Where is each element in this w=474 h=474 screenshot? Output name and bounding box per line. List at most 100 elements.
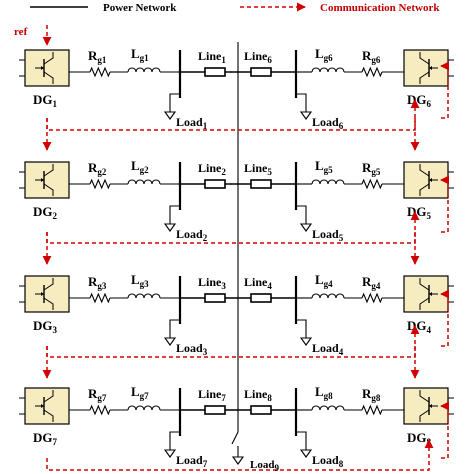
right-resistor bbox=[361, 178, 383, 190]
left-load-arrow bbox=[163, 111, 177, 120]
load-9-label: Load9 bbox=[250, 459, 279, 473]
comm-link bbox=[440, 289, 450, 347]
right-resistor bbox=[361, 404, 383, 416]
communication-network-legend-label: Communication Network bbox=[320, 2, 440, 14]
left-line-label: Line1 bbox=[198, 49, 226, 65]
left-load-label: Load3 bbox=[176, 341, 208, 357]
right-inductor-label: Lg6 bbox=[315, 46, 333, 63]
right-load-arrow bbox=[299, 337, 313, 346]
right-line-label: Line8 bbox=[244, 387, 272, 403]
right-resistor-label: Rg4 bbox=[362, 274, 381, 291]
right-load-arrow bbox=[299, 449, 313, 458]
dg-left-label: DG1 bbox=[33, 92, 58, 109]
left-load-arrow bbox=[163, 337, 177, 346]
right-resistor bbox=[361, 66, 383, 78]
right-resistor-label: Rg5 bbox=[362, 160, 381, 177]
dg-left-label: DG7 bbox=[33, 430, 58, 447]
dg-right-box bbox=[403, 161, 454, 199]
left-resistor-label: Rg3 bbox=[88, 274, 107, 291]
left-inductor-label: Lg2 bbox=[131, 158, 149, 175]
right-line-impedance bbox=[250, 179, 272, 189]
load-9-switch bbox=[231, 431, 239, 445]
reference-input: ref bbox=[14, 25, 52, 46]
dg-right-box bbox=[403, 275, 454, 313]
right-resistor-label: Rg6 bbox=[362, 48, 381, 65]
right-load-arrow bbox=[299, 111, 313, 120]
left-load-arrow bbox=[163, 449, 177, 458]
left-line-impedance bbox=[204, 293, 226, 303]
left-load-label: Load7 bbox=[176, 453, 208, 469]
dg-right-label: DG8 bbox=[407, 430, 432, 447]
right-resistor-label: Rg8 bbox=[362, 386, 381, 403]
comm-link bbox=[46, 99, 420, 131]
right-inductor-label: Lg5 bbox=[315, 158, 333, 175]
dg-right-box bbox=[403, 49, 454, 87]
left-resistor bbox=[89, 404, 111, 416]
right-inductor-label: Lg4 bbox=[315, 272, 333, 289]
right-line-impedance bbox=[250, 67, 272, 77]
dg-left-box bbox=[19, 49, 70, 87]
right-resistor bbox=[361, 292, 383, 304]
left-load-label: Load1 bbox=[176, 115, 208, 131]
left-line-impedance bbox=[204, 405, 226, 415]
right-line-label: Line5 bbox=[244, 161, 272, 177]
left-resistor bbox=[89, 292, 111, 304]
dg-left-label: DG2 bbox=[33, 204, 58, 221]
dg-right-label: DG5 bbox=[407, 204, 432, 221]
comm-link bbox=[46, 211, 420, 244]
dg-right-label: DG6 bbox=[407, 92, 432, 109]
load-9-branch: Load9 bbox=[231, 431, 279, 473]
right-load-label: Load8 bbox=[312, 453, 344, 469]
power-network-legend-label: Power Network bbox=[103, 2, 177, 14]
right-load-label: Load6 bbox=[312, 115, 344, 131]
left-load-arrow bbox=[163, 223, 177, 232]
right-load-arrow bbox=[299, 223, 313, 232]
right-line-label: Line6 bbox=[244, 49, 272, 65]
left-line-impedance bbox=[204, 179, 226, 189]
left-line-label: Line3 bbox=[198, 275, 226, 291]
left-resistor bbox=[89, 66, 111, 78]
dg-left-box bbox=[19, 387, 70, 425]
right-load-label: Load5 bbox=[312, 227, 344, 243]
ref-label: ref bbox=[14, 26, 28, 38]
left-inductor-label: Lg7 bbox=[131, 384, 149, 401]
left-inductor bbox=[127, 179, 161, 185]
right-load-label: Load4 bbox=[312, 341, 344, 357]
right-line-label: Line4 bbox=[244, 275, 272, 291]
left-resistor-label: Rg7 bbox=[88, 386, 107, 403]
right-inductor bbox=[311, 405, 345, 411]
right-line-impedance bbox=[250, 293, 272, 303]
right-line-impedance bbox=[250, 405, 272, 415]
left-line-label: Line7 bbox=[198, 387, 226, 403]
comm-link bbox=[46, 325, 420, 358]
comm-link bbox=[440, 401, 450, 459]
left-inductor bbox=[127, 67, 161, 73]
left-resistor bbox=[89, 178, 111, 190]
right-inductor-label: Lg8 bbox=[315, 384, 333, 401]
left-resistor-label: Rg1 bbox=[88, 48, 107, 65]
left-line-impedance bbox=[204, 67, 226, 77]
load-9-arrow bbox=[231, 456, 245, 465]
comm-link bbox=[440, 175, 450, 233]
comm-link bbox=[440, 61, 450, 119]
right-inductor bbox=[311, 67, 345, 73]
left-load-label: Load2 bbox=[176, 227, 208, 243]
legend: Power Network Communication Network bbox=[30, 2, 440, 14]
right-inductor bbox=[311, 293, 345, 299]
communication-links bbox=[42, 61, 450, 471]
left-resistor-label: Rg2 bbox=[88, 160, 107, 177]
right-inductor bbox=[311, 179, 345, 185]
left-line-label: Line2 bbox=[198, 161, 226, 177]
dg-left-box bbox=[19, 161, 70, 199]
left-inductor bbox=[127, 405, 161, 411]
left-inductor-label: Lg3 bbox=[131, 272, 149, 289]
dg-right-label: DG4 bbox=[407, 318, 432, 335]
left-inductor bbox=[127, 293, 161, 299]
dg-right-box bbox=[403, 387, 454, 425]
